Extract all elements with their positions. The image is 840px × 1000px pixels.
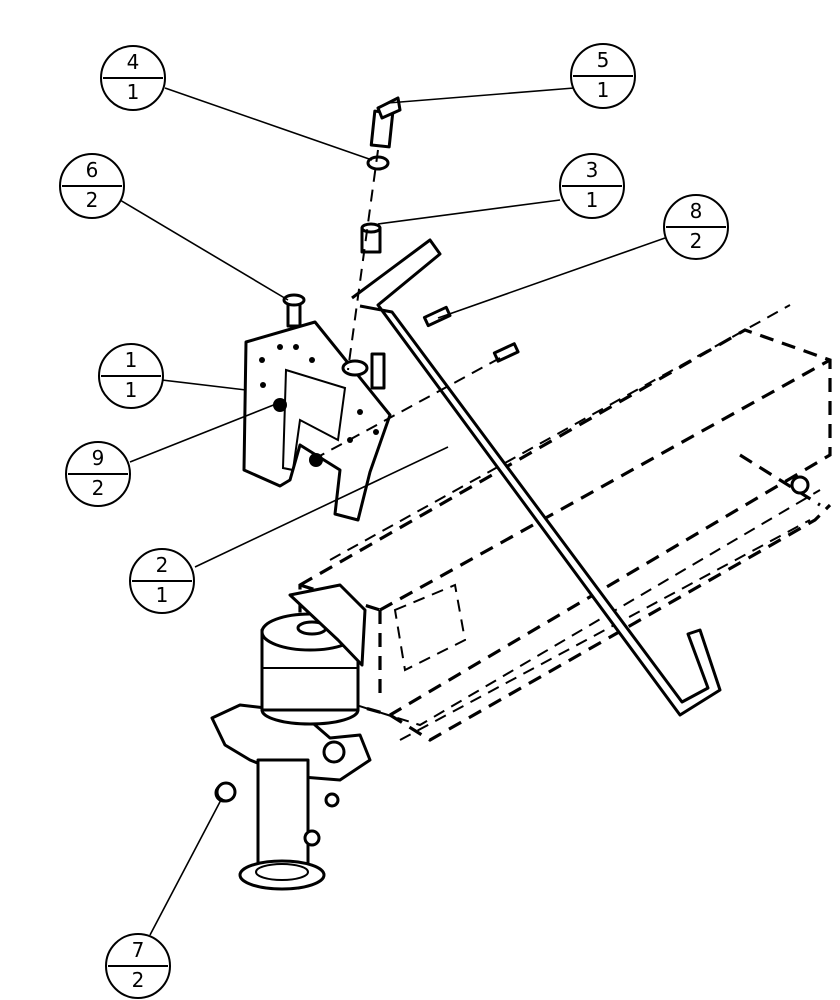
svg-text:3: 3 bbox=[586, 158, 599, 182]
svg-text:1: 1 bbox=[125, 348, 138, 372]
beam-housing-hidden bbox=[298, 304, 832, 742]
assembly-axis-lines bbox=[315, 149, 501, 459]
svg-text:2: 2 bbox=[156, 553, 169, 577]
motor-pivot-assembly bbox=[210, 583, 372, 891]
balloon-2: 2 1 bbox=[129, 548, 195, 614]
svg-text:6: 6 bbox=[86, 158, 99, 182]
leader-lines bbox=[119, 87, 666, 936]
svg-text:2: 2 bbox=[132, 968, 145, 992]
svg-text:5: 5 bbox=[597, 48, 610, 72]
balloon-4: 4 1 bbox=[100, 45, 166, 111]
hardware bbox=[215, 96, 810, 847]
svg-text:8: 8 bbox=[690, 199, 703, 223]
svg-text:1: 1 bbox=[127, 80, 140, 104]
balloon-6: 6 2 bbox=[59, 153, 125, 219]
svg-text:2: 2 bbox=[86, 188, 99, 212]
svg-text:2: 2 bbox=[690, 229, 703, 253]
balloon-7: 7 2 bbox=[105, 933, 171, 999]
svg-text:7: 7 bbox=[132, 938, 145, 962]
svg-text:1: 1 bbox=[586, 188, 599, 212]
svg-text:1: 1 bbox=[156, 583, 169, 607]
balloon-3: 3 1 bbox=[559, 153, 625, 219]
balloon-5: 5 1 bbox=[570, 43, 636, 109]
bracket-plate bbox=[242, 320, 392, 522]
balloon-1: 1 1 bbox=[98, 343, 164, 409]
svg-text:1: 1 bbox=[597, 78, 610, 102]
svg-text:2: 2 bbox=[92, 476, 105, 500]
balloon-8: 8 2 bbox=[663, 194, 729, 260]
bent-rod bbox=[351, 238, 722, 717]
svg-text:4: 4 bbox=[127, 50, 140, 74]
svg-text:9: 9 bbox=[92, 446, 105, 470]
balloon-9: 9 2 bbox=[65, 441, 131, 507]
svg-text:1: 1 bbox=[125, 378, 138, 402]
